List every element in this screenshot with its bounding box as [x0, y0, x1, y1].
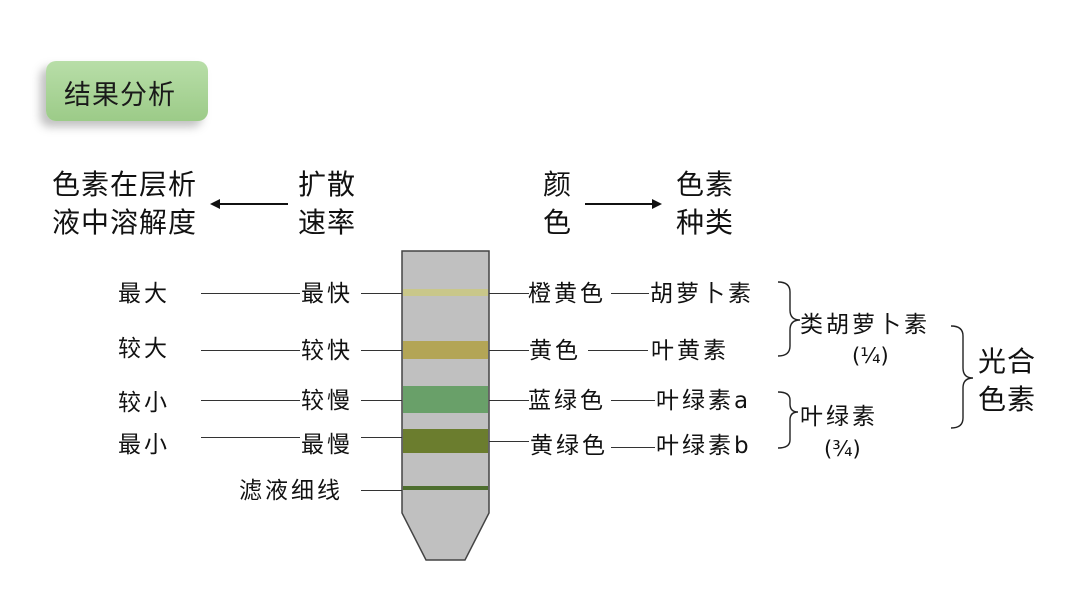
connector-line: [361, 437, 402, 438]
band-color-label: 蓝绿色: [528, 388, 606, 414]
type-header: 色素 种类: [676, 168, 735, 239]
solubility-label: 较大: [118, 336, 170, 362]
color-header: 颜 色: [543, 168, 573, 239]
connector-line: [489, 400, 529, 401]
brace-carotenoids: [777, 281, 801, 357]
carotenoids-fraction: (¼): [852, 344, 889, 368]
solubility-label: 最小: [118, 432, 170, 458]
connector-line: [489, 441, 529, 442]
rate-label: 最快: [301, 281, 353, 307]
brace-chlorophylls: [777, 391, 799, 449]
band-color-label: 黄绿色: [530, 433, 608, 459]
connector-line: [361, 400, 402, 401]
solubility-label: 较小: [118, 390, 170, 416]
connector-line: [361, 350, 402, 351]
connector-line: [201, 437, 300, 438]
connector-line: [489, 350, 529, 351]
connector-line: [361, 490, 402, 491]
section-title: 结果分析: [64, 80, 176, 111]
pigment-label: 叶绿素a: [656, 388, 752, 414]
photosynthetic-pigments-label: 光合 色素: [978, 345, 1037, 416]
connector-line: [201, 400, 300, 401]
connector-line: [489, 293, 529, 294]
band-chlorophyll-a: [403, 386, 488, 413]
band-origin-line: [403, 486, 488, 490]
rate-header: 扩散 速率: [298, 168, 357, 239]
connector-line: [201, 293, 300, 294]
band-carotene: [403, 289, 488, 296]
rate-label: 较慢: [301, 388, 353, 414]
pigment-label: 叶黄素: [651, 338, 729, 364]
solubility-header: 色素在层析 液中溶解度: [52, 168, 198, 239]
pigment-label: 叶绿素b: [656, 433, 752, 459]
rate-label: 较快: [301, 338, 353, 364]
connector-line: [611, 447, 655, 448]
connector-line: [611, 400, 655, 401]
origin-line-label: 滤液细线: [239, 478, 343, 504]
chlorophylls-label: 叶绿素: [800, 404, 878, 430]
carotenoids-label: 类胡萝卜素: [800, 312, 930, 338]
band-color-label: 橙黄色: [528, 281, 606, 307]
band-xanthophyll: [403, 341, 488, 359]
band-chlorophyll-b: [403, 429, 488, 453]
solubility-label: 最大: [118, 281, 170, 307]
rate-label: 最慢: [301, 432, 353, 458]
chlorophylls-fraction: (¾): [824, 437, 861, 461]
connector-line: [361, 293, 402, 294]
band-color-label: 黄色: [529, 338, 581, 364]
section-badge: 结果分析: [46, 61, 208, 121]
pigment-label: 胡萝卜素: [650, 281, 754, 307]
connector-line: [201, 350, 300, 351]
connector-line: [588, 350, 648, 351]
brace-photosynthetic: [950, 325, 974, 429]
connector-line: [611, 293, 649, 294]
